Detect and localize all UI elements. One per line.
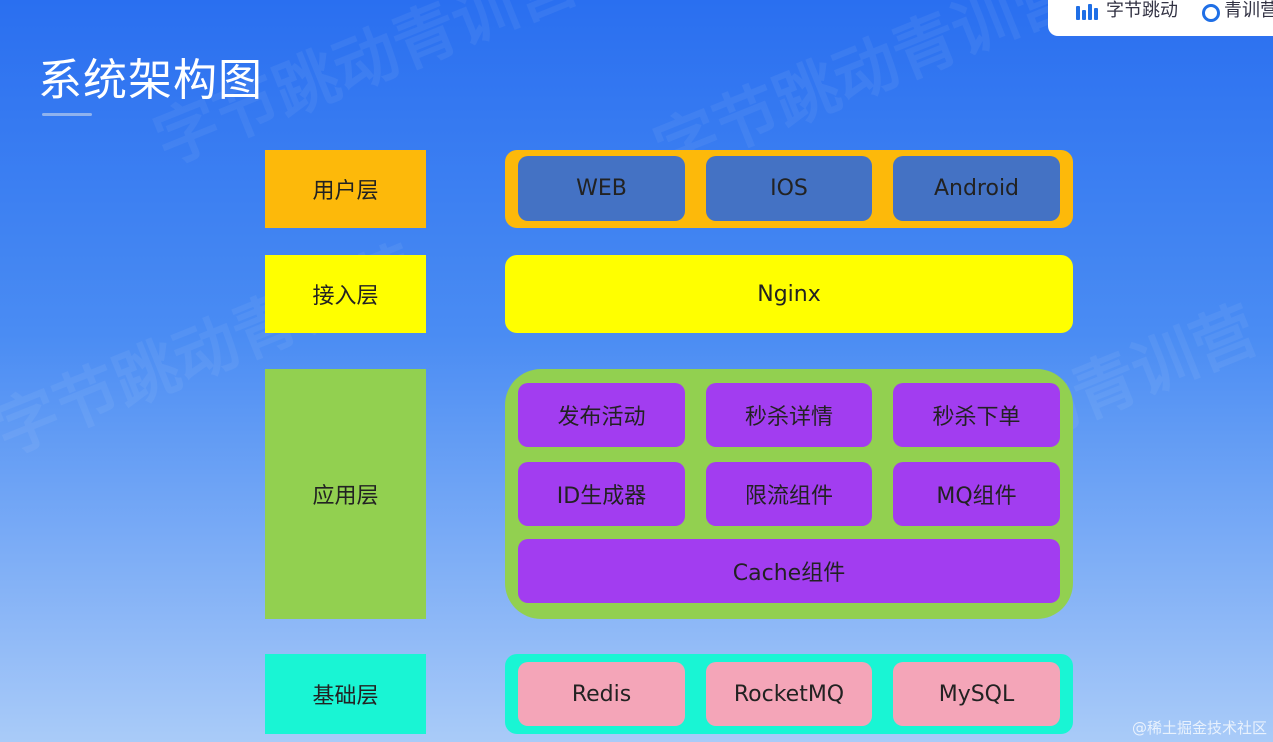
component-publish-activity: 发布活动 — [518, 383, 685, 447]
layer-label-access: 接入层 — [265, 255, 426, 333]
application-layer-container: 发布活动 秒杀详情 秒杀下单 ID生成器 限流组件 MQ组件 Cache组件 — [505, 369, 1073, 619]
component-nginx: Nginx — [505, 255, 1073, 333]
camp-logo-icon — [1202, 4, 1220, 22]
layer-label-user: 用户层 — [265, 150, 426, 228]
user-layer-container: WEB IOS Android — [505, 150, 1073, 228]
component-seckill-detail: 秒杀详情 — [706, 383, 872, 447]
bytedance-logo-icon — [1076, 4, 1098, 20]
component-seckill-order: 秒杀下单 — [893, 383, 1060, 447]
component-mysql: MySQL — [893, 662, 1060, 726]
component-ios: IOS — [706, 156, 872, 221]
brand-company: 字节跳动 — [1106, 0, 1178, 21]
component-mq: MQ组件 — [893, 462, 1060, 526]
layer-label-application: 应用层 — [265, 369, 426, 619]
component-id-generator: ID生成器 — [518, 462, 685, 526]
component-rate-limiter: 限流组件 — [706, 462, 872, 526]
base-layer-container: Redis RocketMQ MySQL — [505, 654, 1073, 734]
corner-watermark: @稀土掘金技术社区 — [1131, 719, 1267, 737]
page-title: 系统架构图 — [38, 55, 263, 106]
brand-logo-bar: 字节跳动 青训营 — [1048, 0, 1273, 36]
component-rocketmq: RocketMQ — [706, 662, 872, 726]
layer-label-base: 基础层 — [265, 654, 426, 734]
component-android: Android — [893, 156, 1060, 221]
brand-program: 青训营 — [1224, 0, 1273, 21]
title-underline — [42, 113, 92, 116]
component-redis: Redis — [518, 662, 685, 726]
component-web: WEB — [518, 156, 685, 221]
component-cache: Cache组件 — [518, 539, 1060, 603]
